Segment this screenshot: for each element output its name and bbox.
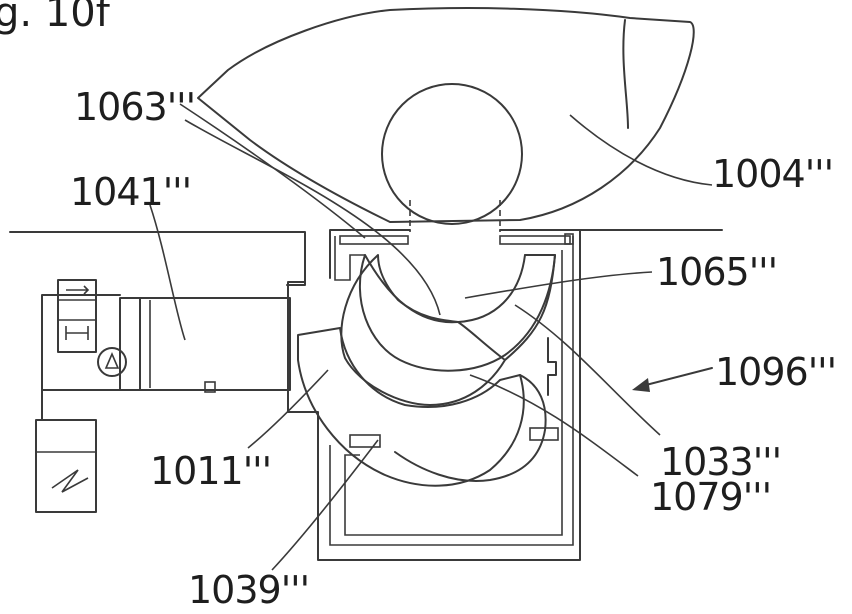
label-1033: 1033'''	[660, 440, 781, 484]
segment-1065	[340, 254, 556, 406]
label-1096: 1096'''	[715, 350, 836, 394]
crescent-upper	[358, 254, 556, 372]
label-1079: 1079'''	[650, 475, 771, 519]
figure-caption: g. 10f	[0, 0, 111, 36]
arrowhead-1096	[632, 378, 650, 392]
label-1065: 1065'''	[656, 250, 777, 294]
arrow-1096	[641, 367, 713, 387]
label-1004: 1004'''	[712, 152, 833, 196]
label-1063: 1063'''	[74, 85, 195, 129]
hydraulic-schematic	[35, 279, 127, 513]
segment-1039	[394, 374, 547, 482]
housing	[287, 229, 581, 561]
label-1041: 1041'''	[70, 170, 191, 214]
cylinder-1041	[119, 297, 291, 393]
upper-body-1004	[197, 7, 695, 232]
leader-lines	[149, 103, 713, 571]
label-1011: 1011'''	[150, 449, 271, 493]
frame-line-left	[9, 231, 306, 286]
label-1039: 1039'''	[188, 568, 309, 612]
segment-1011	[297, 327, 525, 487]
